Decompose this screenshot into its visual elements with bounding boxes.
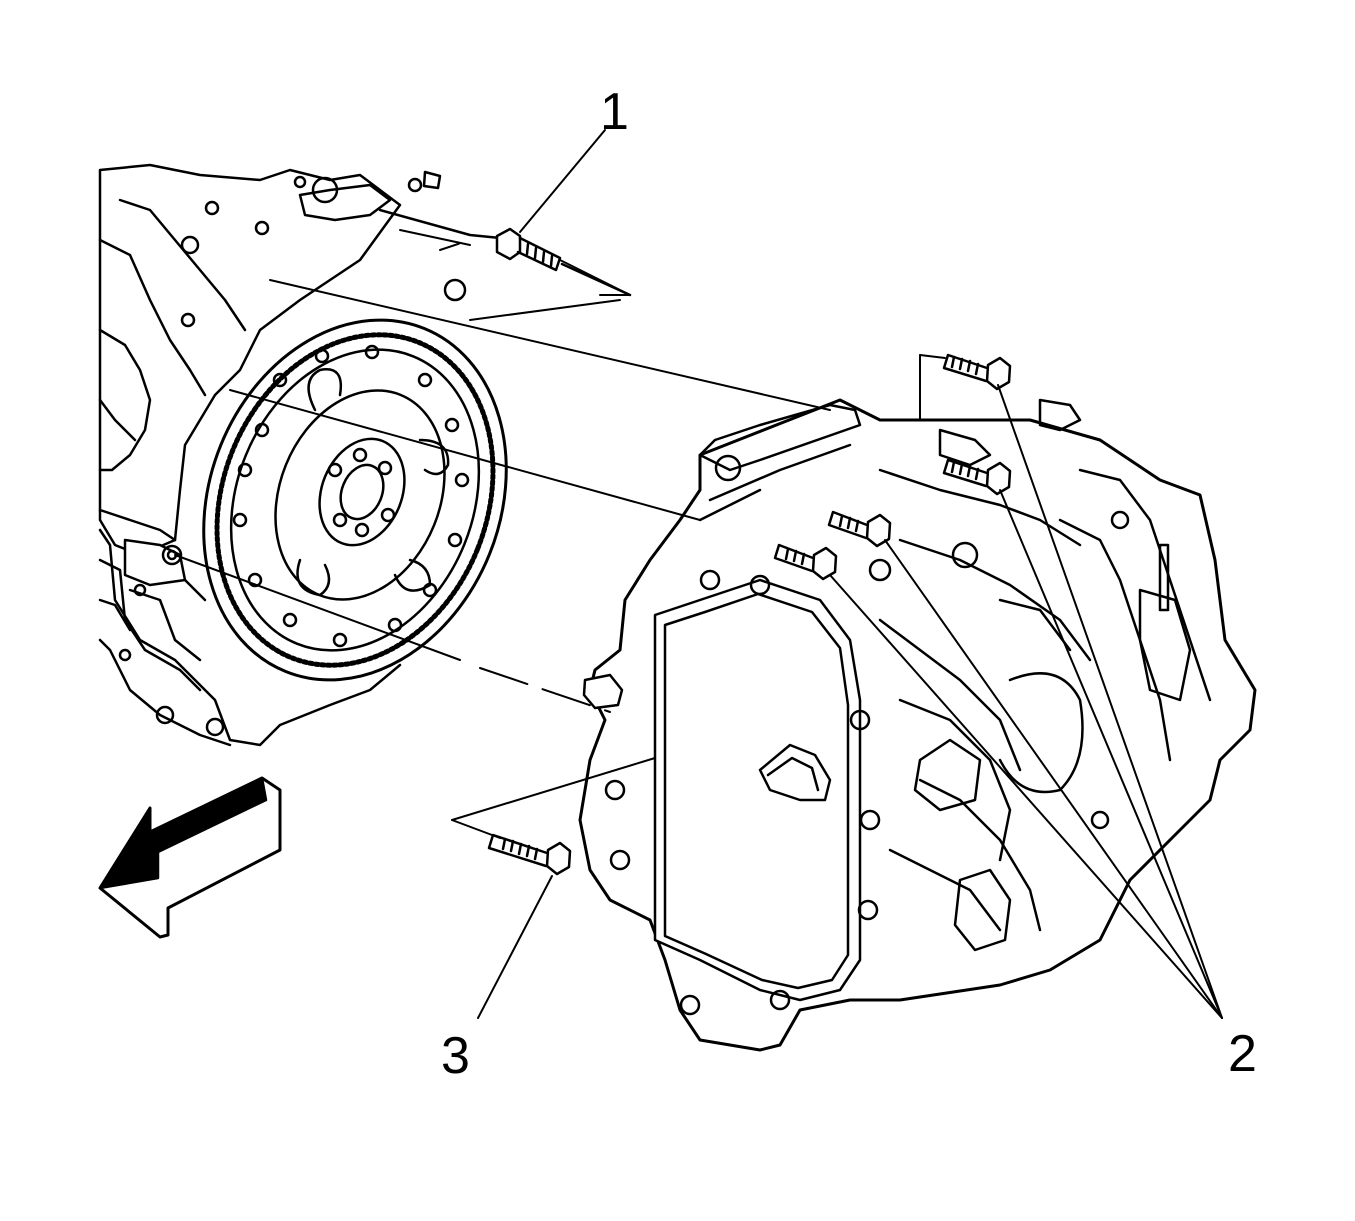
bolt-2c	[827, 510, 892, 548]
bolt-2a	[942, 353, 1012, 391]
callout-label-1: 1	[600, 83, 629, 141]
transmission-case	[578, 398, 1257, 1052]
bolt-2d	[773, 543, 838, 581]
flywheel	[202, 318, 508, 682]
bolt-2b	[942, 458, 1012, 496]
bolt-3	[487, 833, 572, 876]
engine-block	[98, 163, 522, 747]
alignment-lines	[174, 229, 946, 713]
callout-label-3: 3	[441, 1027, 470, 1085]
callout-label-2: 2	[1228, 1025, 1257, 1083]
front-direction-arrow-icon	[98, 776, 282, 939]
leader-lines	[451, 129, 1223, 1019]
